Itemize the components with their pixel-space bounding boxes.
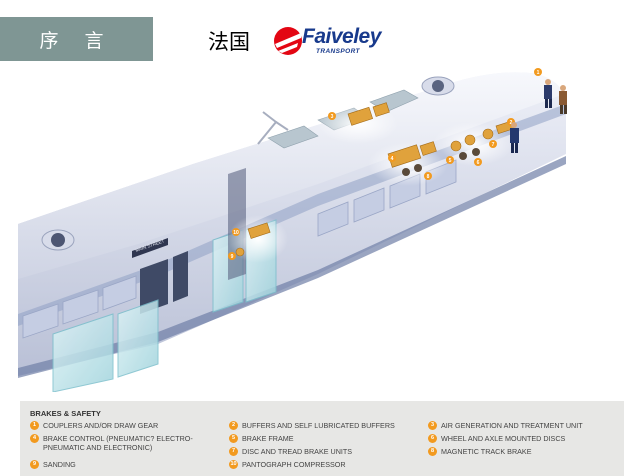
svg-text:7: 7: [492, 142, 495, 148]
legend-number-badge: 7: [229, 447, 238, 456]
country-label: 法国: [208, 26, 250, 56]
callout-badge-7: 7: [489, 140, 497, 148]
legend-item: 4 BRAKE CONTROL (PNEUMATIC? ELECTRO-PNEU…: [30, 435, 215, 452]
legend-number-badge: 2: [229, 421, 238, 430]
legend-number-badge: 3: [428, 421, 437, 430]
svg-text:4: 4: [391, 156, 394, 162]
legend-item: 10 PANTOGRAPH COMPRESSOR: [229, 461, 419, 470]
faiveley-logo: Faiveley TRANSPORT: [272, 22, 392, 62]
svg-text:3: 3: [331, 114, 334, 120]
legend-item: 3 AIR GENERATION AND TREATMENT UNIT: [428, 422, 618, 431]
legend-number-badge: 4: [30, 434, 39, 443]
svg-text:1: 1: [537, 70, 540, 76]
svg-text:6: 6: [477, 160, 480, 166]
legend-number-badge: 5: [229, 434, 238, 443]
svg-text:9: 9: [231, 254, 234, 260]
legend-number-badge: 1: [30, 421, 39, 430]
callout-badge-8: 8: [424, 172, 432, 180]
legend-number-badge: 8: [428, 447, 437, 456]
legend-item: 1 COUPLERS AND/OR DRAW GEAR: [30, 422, 220, 431]
legend-number-badge: 10: [229, 460, 238, 469]
legend-item: 5 BRAKE FRAME: [229, 435, 419, 444]
callout-badge-10: 10: [232, 228, 240, 236]
legend-item: 2 BUFFERS AND SELF LUBRICATED BUFFERS: [229, 422, 419, 431]
callout-badge-9: 9: [228, 252, 236, 260]
callout-badge-3: 3: [328, 112, 336, 120]
legend-item: 7 DISC AND TREAD BRAKE UNITS: [229, 448, 419, 457]
svg-text:8: 8: [427, 174, 430, 180]
svg-text:5: 5: [449, 158, 452, 164]
legend-item: 9 SANDING: [30, 461, 220, 470]
callout-badge-5: 5: [446, 156, 454, 164]
train-cutaway-illustration: MAIN STREET 1 2 3 4: [18, 64, 623, 392]
legend-item: 8 MAGNETIC TRACK BRAKE: [428, 448, 618, 457]
logo-subtitle: TRANSPORT: [316, 48, 360, 55]
roof-ac-unit-rear: [42, 230, 74, 250]
legend-item: 6 WHEEL AND AXLE MOUNTED DISCS: [428, 435, 618, 444]
section-title: 序 言: [0, 17, 153, 61]
legend-number-badge: 6: [428, 434, 437, 443]
logo-wordmark: Faiveley: [302, 25, 381, 49]
callout-badge-6: 6: [474, 158, 482, 166]
roof-ac-unit-front: [422, 77, 454, 95]
legend-panel: BRAKES & SAFETY 1 COUPLERS AND/OR DRAW G…: [20, 401, 624, 476]
callout-badge-1: 1: [534, 68, 542, 76]
faiveley-emblem-icon: [272, 24, 304, 58]
legend-number-badge: 9: [30, 460, 39, 469]
callout-badge-4: 4: [388, 154, 396, 162]
svg-text:10: 10: [233, 230, 239, 236]
legend-title: BRAKES & SAFETY: [30, 409, 101, 418]
